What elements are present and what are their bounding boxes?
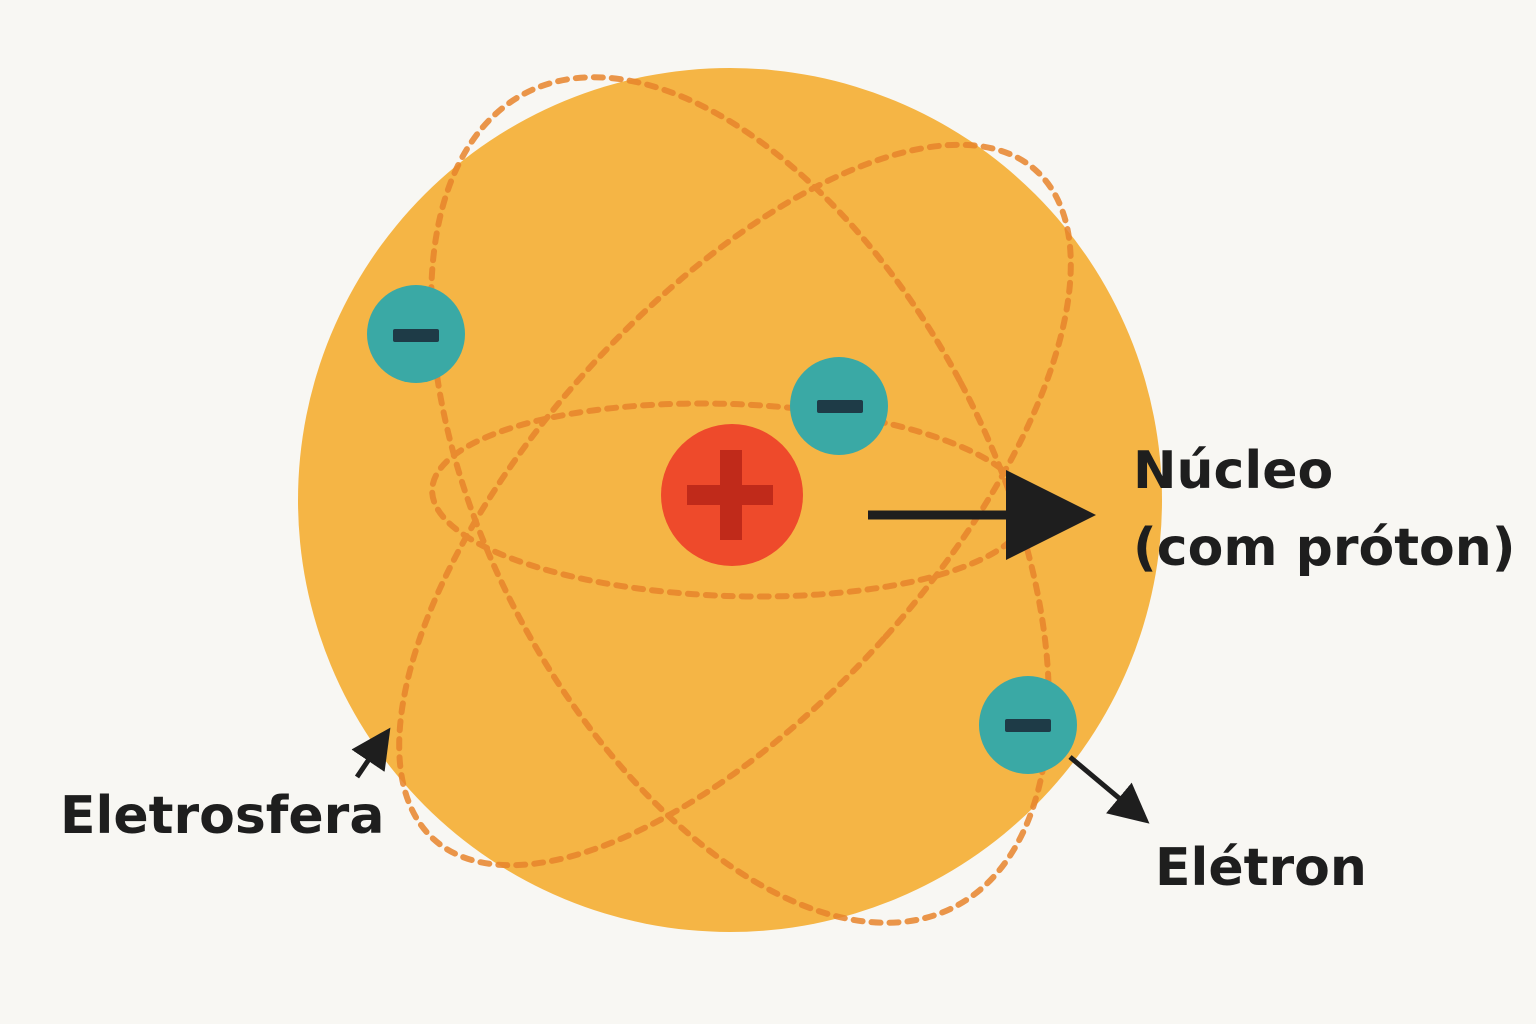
nucleus-label-line1: Núcleo	[1133, 441, 1333, 501]
electron-bottom-right	[979, 676, 1077, 774]
electron-top-left	[367, 285, 465, 383]
minus-sign	[817, 400, 863, 413]
electron-label: Elétron	[1155, 838, 1367, 898]
orbit-tilted-right	[396, 141, 1074, 869]
orbit-tilted-left	[428, 74, 1052, 926]
electron-center-right	[790, 357, 888, 455]
minus-sign	[1005, 719, 1051, 732]
plus-sign-vertical	[720, 450, 742, 540]
arrows	[351, 470, 1150, 824]
electron-arrow	[1068, 755, 1150, 824]
electrosphere-label: Eletrosfera	[60, 786, 384, 846]
nucleus-label-line2: (com próton)	[1133, 518, 1516, 578]
electrosphere-arrow	[351, 727, 391, 779]
minus-sign	[393, 329, 439, 342]
nucleus	[661, 424, 803, 566]
